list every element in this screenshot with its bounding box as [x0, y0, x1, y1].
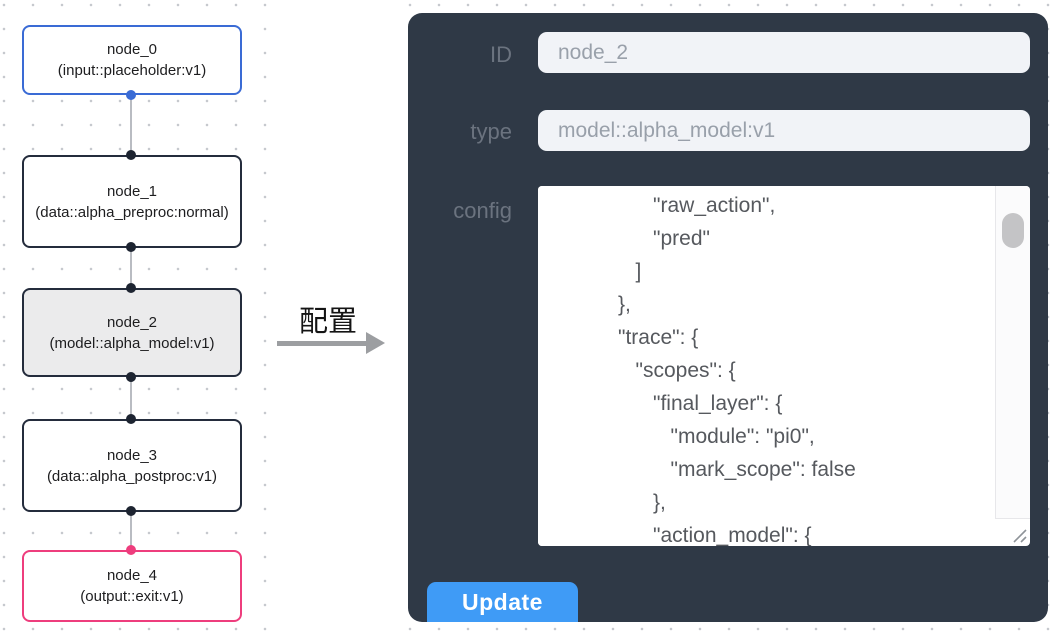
type-field-label: type	[470, 119, 512, 144]
node-title: node_3	[106, 446, 158, 464]
config-annotation-label: 配置	[299, 306, 358, 338]
node-title: node_4	[106, 567, 158, 584]
node4-target-handle[interactable]	[126, 545, 136, 555]
node-subtitle: (input::placeholder:v1)	[57, 62, 207, 79]
edge-node0-node1	[130, 95, 132, 155]
arrow-right-head-icon	[366, 332, 385, 354]
node3-source-handle[interactable]	[126, 506, 136, 516]
config-scrollbar-thumb[interactable]	[1002, 213, 1024, 248]
flow-node-node_4[interactable]: node_4 (output::exit:v1)	[22, 550, 242, 622]
node2-source-handle[interactable]	[126, 372, 136, 382]
node-title: node_0	[106, 41, 158, 58]
node-subtitle: (model::alpha_model:v1)	[49, 334, 215, 352]
config-textarea[interactable]: "raw_action", "pred" ] }, "trace": { "sc…	[538, 186, 995, 546]
node-subtitle: (data::alpha_postproc:v1)	[46, 467, 218, 485]
flow-node-node_1[interactable]: node_1 (data::alpha_preproc:normal)	[22, 155, 242, 248]
id-field-label: ID	[490, 42, 512, 67]
node1-target-handle[interactable]	[126, 150, 136, 160]
node-title: node_2	[106, 313, 158, 331]
flow-node-node_0[interactable]: node_0 (input::placeholder:v1)	[22, 25, 242, 95]
edge-node1-node2	[130, 247, 132, 288]
canvas-gap	[278, 0, 392, 643]
id-input[interactable]	[538, 32, 1030, 73]
config-scrollbar-track[interactable]	[995, 186, 1030, 519]
flow-node-node_2[interactable]: node_2 (model::alpha_model:v1)	[22, 288, 242, 377]
node0-source-handle[interactable]	[126, 90, 136, 100]
resize-handle-icon[interactable]	[1005, 521, 1029, 545]
node-subtitle: (output::exit:v1)	[80, 588, 184, 605]
arrow-right-icon	[277, 341, 369, 346]
flow-node-node_3[interactable]: node_3 (data::alpha_postproc:v1)	[22, 419, 242, 512]
config-editor: "raw_action", "pred" ] }, "trace": { "sc…	[538, 186, 1030, 546]
type-input[interactable]	[538, 110, 1030, 151]
node3-target-handle[interactable]	[126, 414, 136, 424]
edge-node2-node3	[130, 377, 132, 419]
node-subtitle: (data::alpha_preproc:normal)	[35, 203, 229, 221]
edge-node3-node4	[130, 511, 132, 550]
update-button[interactable]: Update	[427, 582, 578, 622]
node-config-panel: ID type config "raw_action", "pred" ] },…	[408, 13, 1048, 622]
node1-source-handle[interactable]	[126, 242, 136, 252]
config-field-label: config	[453, 198, 512, 223]
node2-target-handle[interactable]	[126, 283, 136, 293]
node-title: node_1	[106, 182, 158, 200]
